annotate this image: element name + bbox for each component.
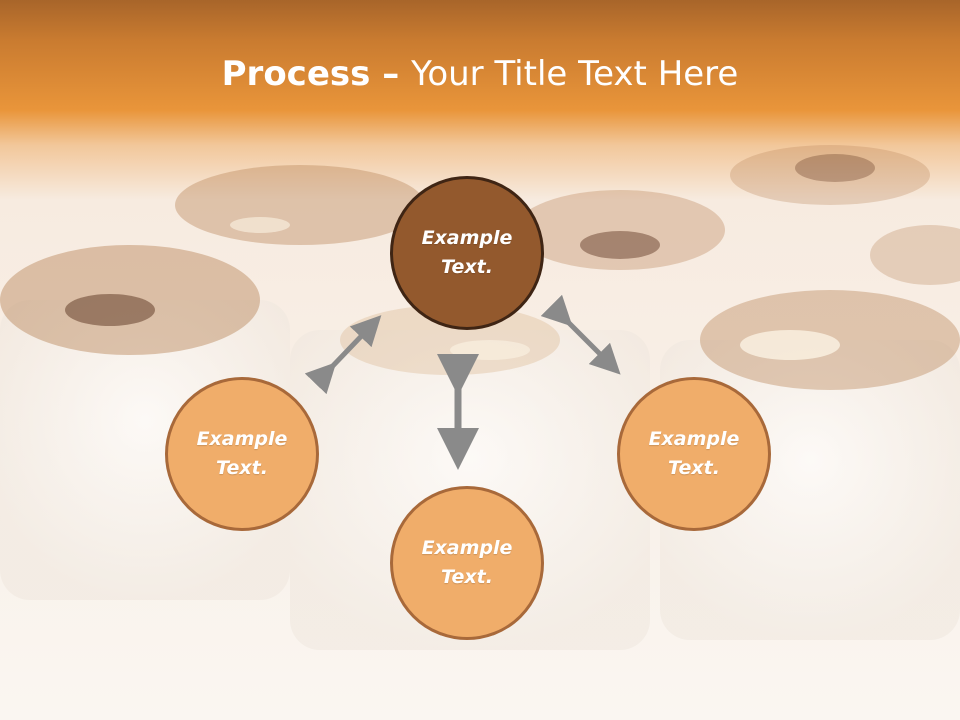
node-line-1: Example (648, 428, 740, 450)
double-arrow-icon (540, 294, 621, 375)
title-dash: – (370, 54, 412, 94)
node-line-2: Text. (216, 457, 268, 479)
node-line-1: Example (421, 537, 513, 559)
process-node-left[interactable]: Example Text. (165, 377, 319, 531)
title-text: Your Title Text Here (411, 54, 739, 94)
slide-title: Process – Your Title Text Here (0, 52, 960, 96)
node-line-2: Text. (441, 256, 493, 278)
node-line-2: Text. (668, 457, 720, 479)
double-arrow-icon (304, 315, 382, 395)
title-bold: Process (221, 54, 371, 94)
node-line-2: Text. (441, 566, 493, 588)
process-node-right[interactable]: Example Text. (617, 377, 771, 531)
node-line-1: Example (196, 428, 288, 450)
process-node-center[interactable]: Example Text. (390, 176, 544, 330)
process-node-bottom[interactable]: Example Text. (390, 486, 544, 640)
node-line-1: Example (421, 227, 513, 249)
